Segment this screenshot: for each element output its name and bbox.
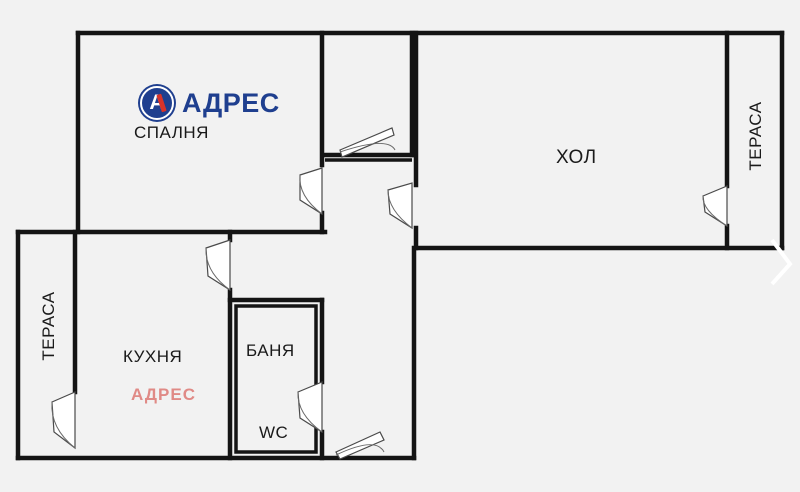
brand-logo-icon: A	[140, 86, 174, 120]
room-label-bathroom: БАНЯ	[246, 341, 295, 360]
corner-mark	[770, 238, 793, 286]
right-terrace-door-swing	[702, 195, 728, 227]
closet-door	[339, 127, 395, 158]
bathroom-inner-outline	[234, 304, 318, 454]
doors	[51, 127, 728, 460]
room-label-wc: WC	[259, 423, 289, 442]
room-label-bedroom: СПАЛНЯ	[134, 123, 209, 142]
left-terrace-door-swing	[51, 401, 76, 449]
entrance-door-swing	[335, 444, 385, 456]
living-door-swing	[387, 189, 413, 229]
room-label-terrace-left: ТЕРАСА	[39, 291, 58, 361]
room-label-living: ХОЛ	[556, 147, 597, 168]
room-label-terrace-right: ТЕРАСА	[746, 101, 765, 171]
kitchen-door-swing	[205, 247, 231, 291]
brand-logo-text: АДРЕС	[182, 87, 280, 118]
brand-logo: A АДРЕС	[140, 86, 280, 120]
watermark-text: АДРЕС	[131, 385, 196, 404]
bathroom-door-swing	[297, 391, 323, 433]
bedroom-door-swing	[299, 174, 323, 215]
closet-door-swing	[339, 143, 396, 153]
walls	[15, 30, 785, 461]
room-label-kitchen: КУХНЯ	[123, 347, 183, 366]
entrance-door	[335, 431, 385, 460]
